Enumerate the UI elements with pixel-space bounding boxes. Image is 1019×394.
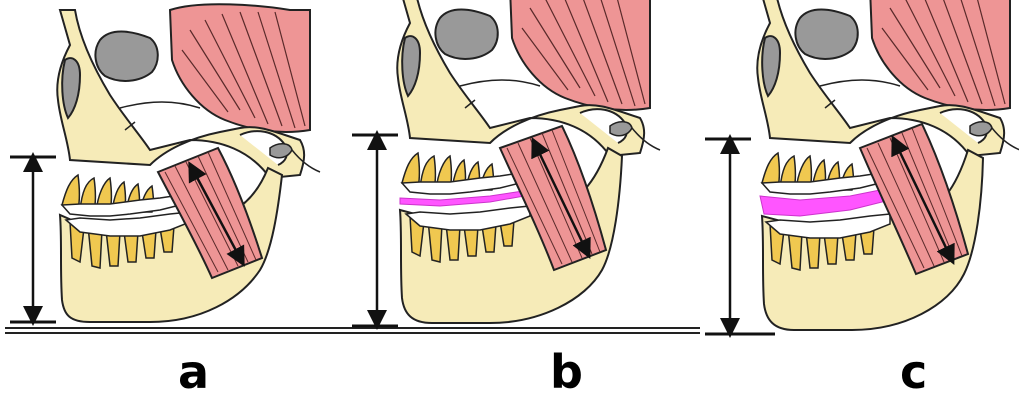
panel-b: b [352, 0, 660, 394]
panel-c: c [705, 0, 1019, 394]
panel-label-b: b [550, 345, 583, 394]
panel-a: a [10, 4, 320, 394]
panel-label-c: c [900, 345, 927, 394]
panel-label-a: a [178, 345, 209, 394]
